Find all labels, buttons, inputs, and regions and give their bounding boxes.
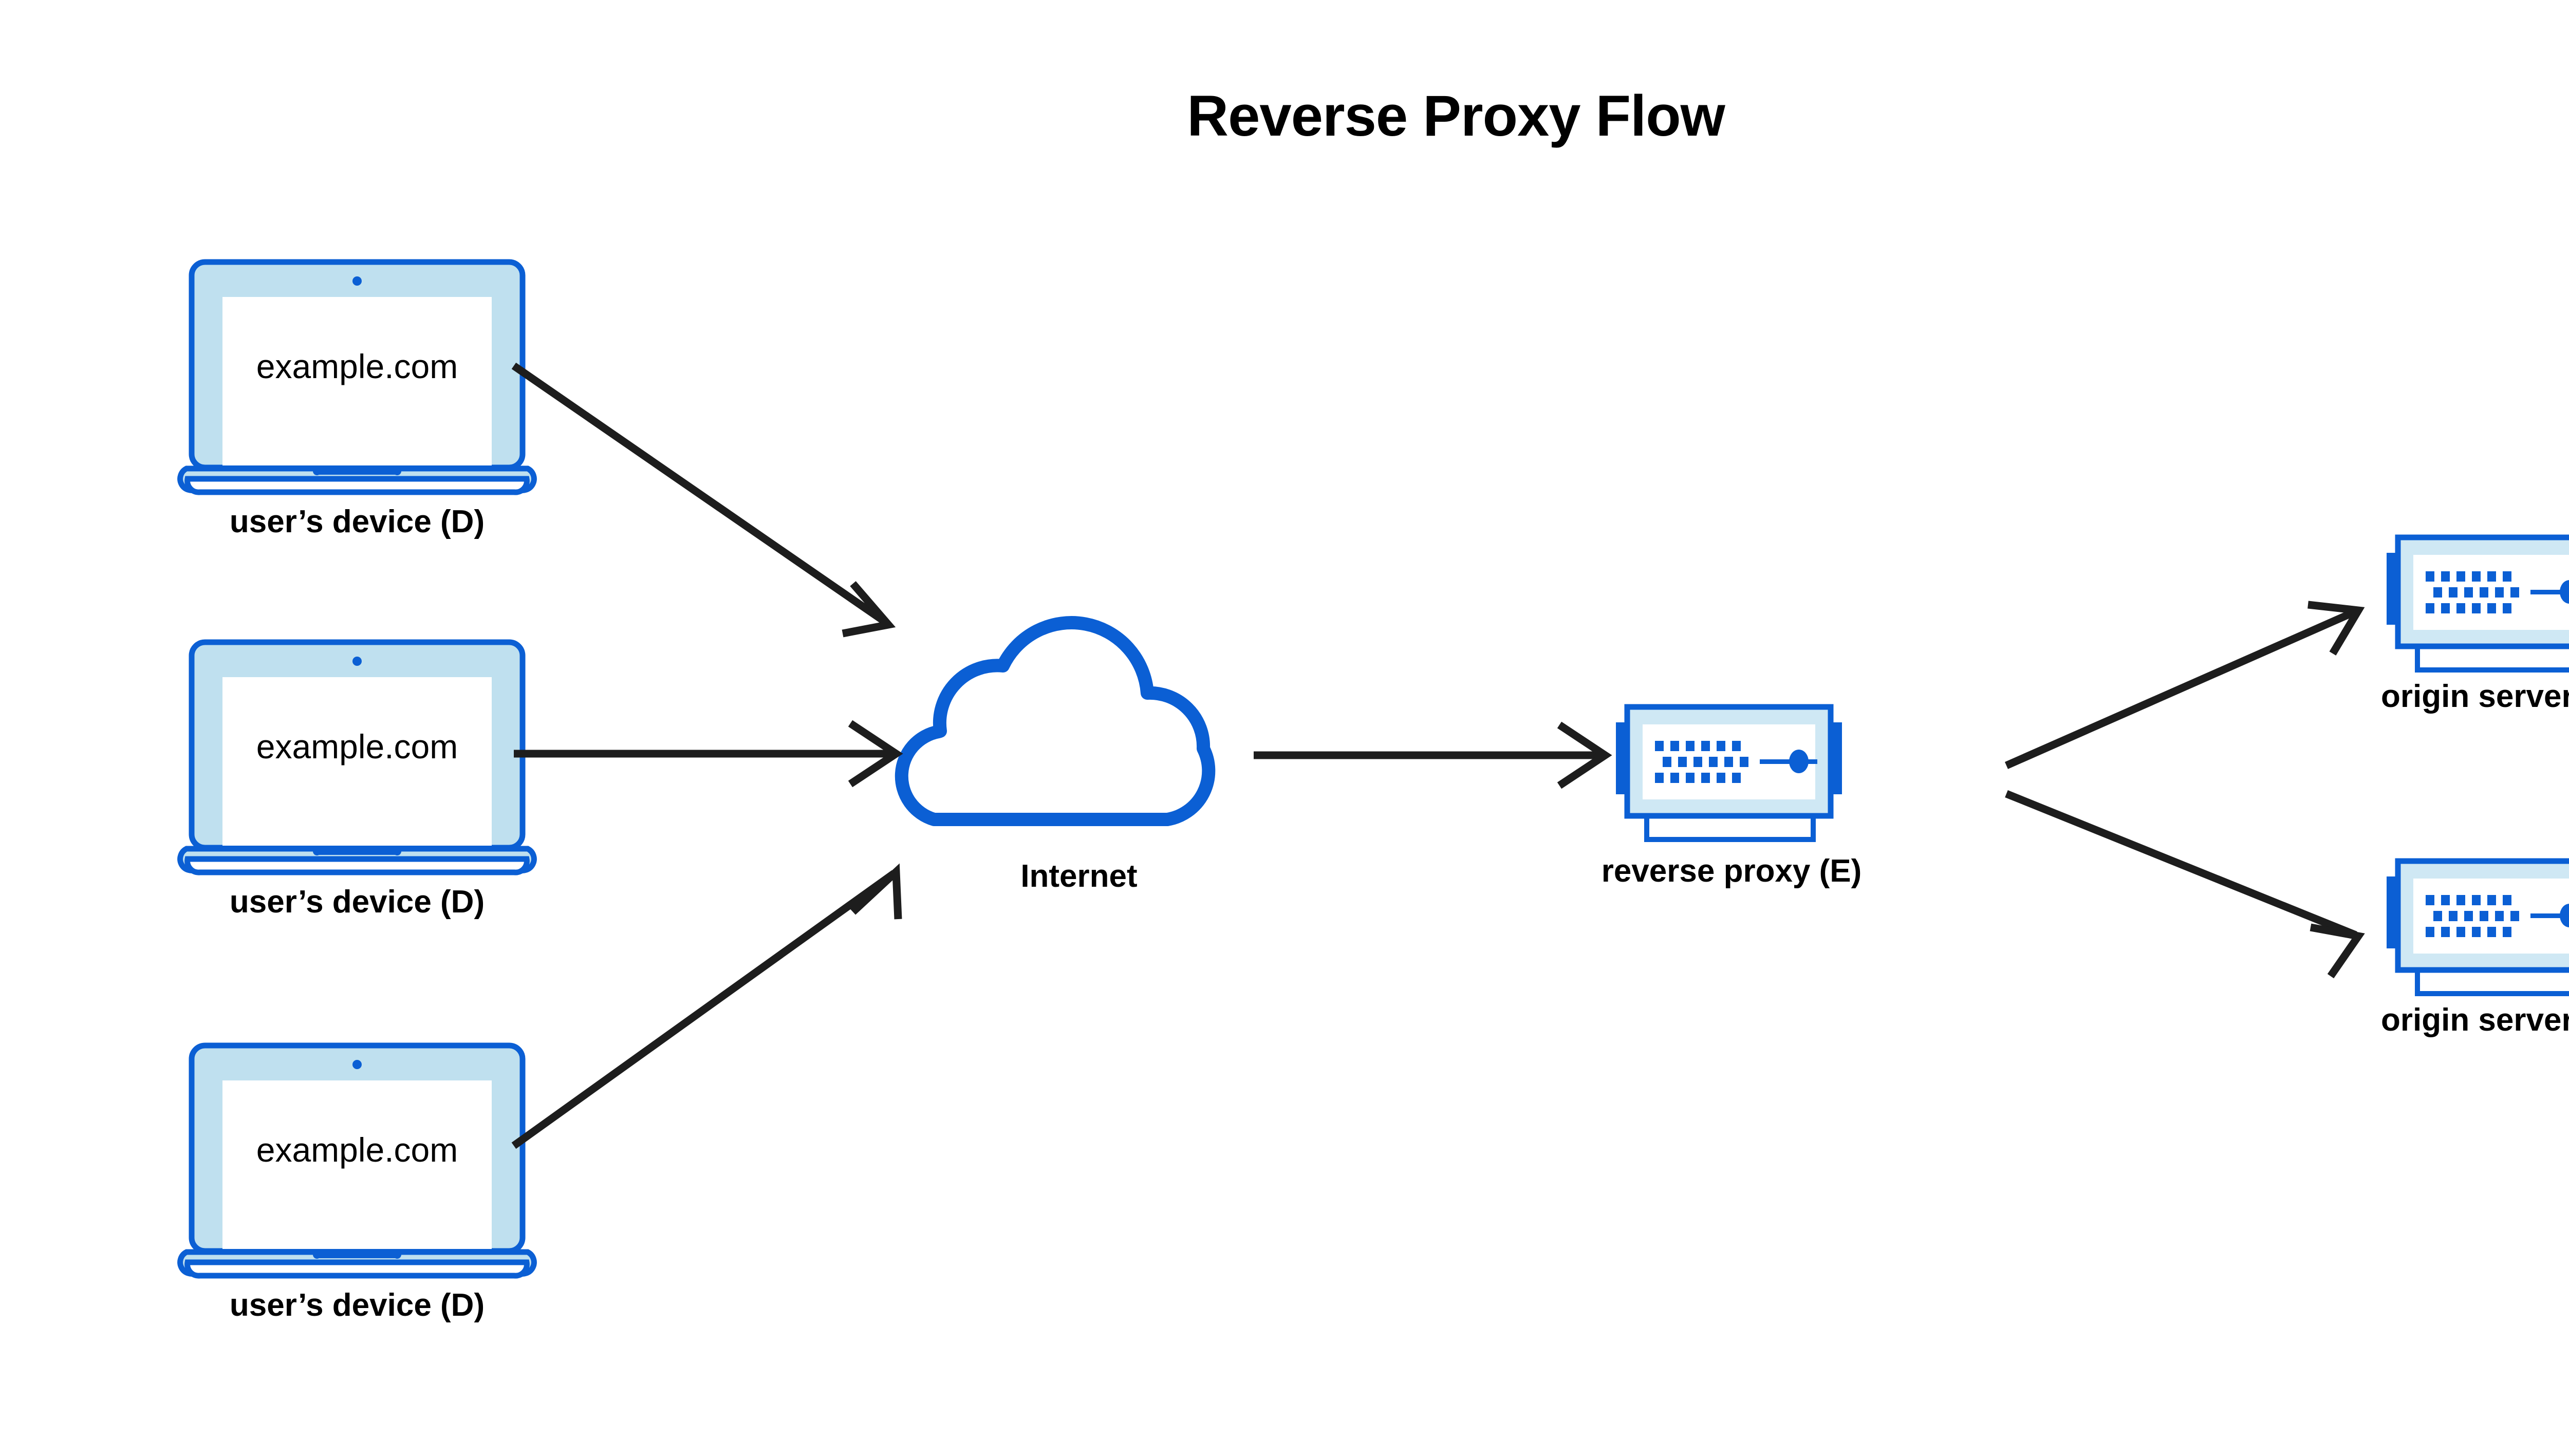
page-title: Reverse Proxy Flow: [1187, 84, 1725, 148]
laptop-screen-text: example.com: [256, 347, 458, 385]
laptop-screen-text: example.com: [256, 727, 458, 766]
label-origin-server: origin server (F): [2381, 1002, 2569, 1038]
arrow-proxy-to-origin2: [2005, 790, 2365, 979]
label-reverse-proxy: reverse proxy (E): [1601, 853, 1862, 889]
label-user-device: user’s device (D): [229, 504, 485, 539]
label-origin-server: origin server (F): [2381, 679, 2569, 714]
label-user-device: user’s device (D): [229, 1287, 485, 1323]
label-internet: Internet: [1020, 858, 1138, 894]
arrow-internet-to-proxy: [1254, 721, 1612, 789]
arrow-device2-to-internet: [514, 720, 903, 788]
arrow-proxy-to-origin1: [2004, 601, 2365, 769]
arrow-device3-to-internet: [511, 863, 902, 1149]
laptop-screen-text: example.com: [256, 1131, 458, 1169]
label-user-device: user’s device (D): [229, 884, 485, 920]
server-icon: [2387, 861, 2569, 994]
cloud-icon: [895, 616, 1216, 826]
server-icon: [1616, 707, 1842, 839]
arrow-device1-to-internet: [511, 362, 896, 638]
server-icon: [2387, 537, 2569, 670]
